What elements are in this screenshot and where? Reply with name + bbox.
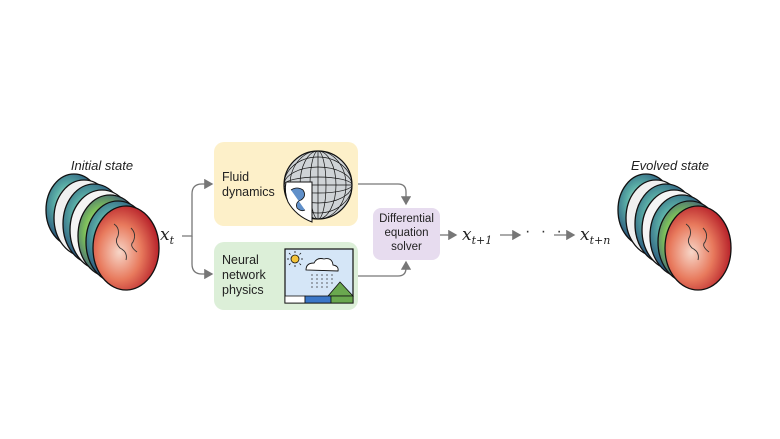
neural-network-physics-box: Neural network physics (214, 242, 358, 310)
fluid-dynamics-label: Fluid dynamics (222, 170, 275, 199)
final-state-variable: xt+n (580, 225, 611, 247)
evolved-state-label: Evolved state (630, 158, 710, 173)
weather-scene-icon (284, 248, 354, 304)
land-segment (330, 295, 354, 304)
globe-front (92, 205, 160, 291)
initial-state-globe-stack (45, 173, 160, 291)
ellipsis: · · · (525, 223, 565, 240)
globe-front (664, 205, 732, 291)
ground-segment (284, 295, 306, 304)
initial-state-label: Initial state (70, 158, 134, 173)
differential-equation-solver-label: Differential equation solver (379, 213, 434, 253)
rain-icon (311, 274, 333, 290)
neural-network-physics-label: Neural network physics (222, 253, 266, 297)
next-state-variable: xt+1 (462, 225, 493, 247)
split-arrow-to-nn (191, 236, 214, 280)
input-state-variable: xt (160, 225, 175, 247)
cloud-icon (305, 258, 339, 272)
evolved-state-globe-stack (617, 173, 732, 291)
water-segment (304, 295, 332, 304)
nn-to-solver-arrow (358, 260, 412, 277)
differential-equation-solver-box: Differential equation solver (373, 208, 440, 260)
fluid-dynamics-box: Fluid dynamics (214, 142, 358, 226)
wireframe-globe-icon (283, 150, 353, 223)
sun-icon (287, 251, 303, 267)
split-arrow-to-fluid (182, 178, 214, 237)
fluid-to-solver-arrow (358, 183, 412, 206)
